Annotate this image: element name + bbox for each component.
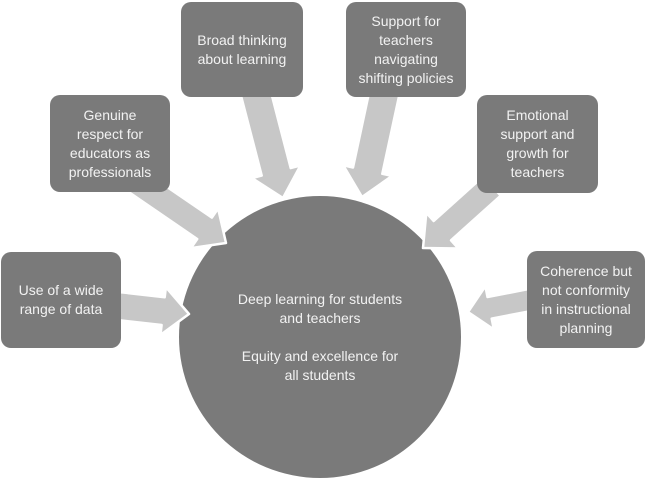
node-genuine-respect: Genuine respect for educators as profess… [50, 95, 170, 192]
center-circle-node: Deep learning for students and teachers … [179, 196, 461, 478]
node-broad-thinking-label: Broad thinking about learning [197, 31, 287, 67]
node-broad-thinking: Broad thinking about learning [181, 2, 303, 97]
node-support-policies-label: Support for teachers navigating shifting… [358, 12, 454, 86]
node-wide-data: Use of a wide range of data [1, 252, 121, 348]
arrow-coherence-to-center [466, 284, 534, 331]
node-genuine-respect-label: Genuine respect for educators as profess… [68, 106, 152, 180]
node-emotional-support-label: Emotional support and growth for teacher… [500, 107, 575, 180]
node-coherence-label: Coherence but not conformity in instruct… [540, 262, 632, 336]
arrow-support-policies-to-center [341, 85, 401, 199]
arrow-wide-data-to-center [115, 285, 191, 337]
center-circle-text-2: Equity and excellence for all students [241, 347, 399, 383]
center-circle-text-1: Deep learning for students and teachers [237, 290, 403, 326]
node-support-policies: Support for teachers navigating shifting… [346, 2, 466, 97]
node-emotional-support: Emotional support and growth for teacher… [477, 95, 598, 193]
node-coherence: Coherence but not conformity in instruct… [527, 251, 645, 348]
node-wide-data-label: Use of a wide range of data [18, 282, 104, 317]
arrow-broad-thinking-to-center [239, 84, 302, 200]
